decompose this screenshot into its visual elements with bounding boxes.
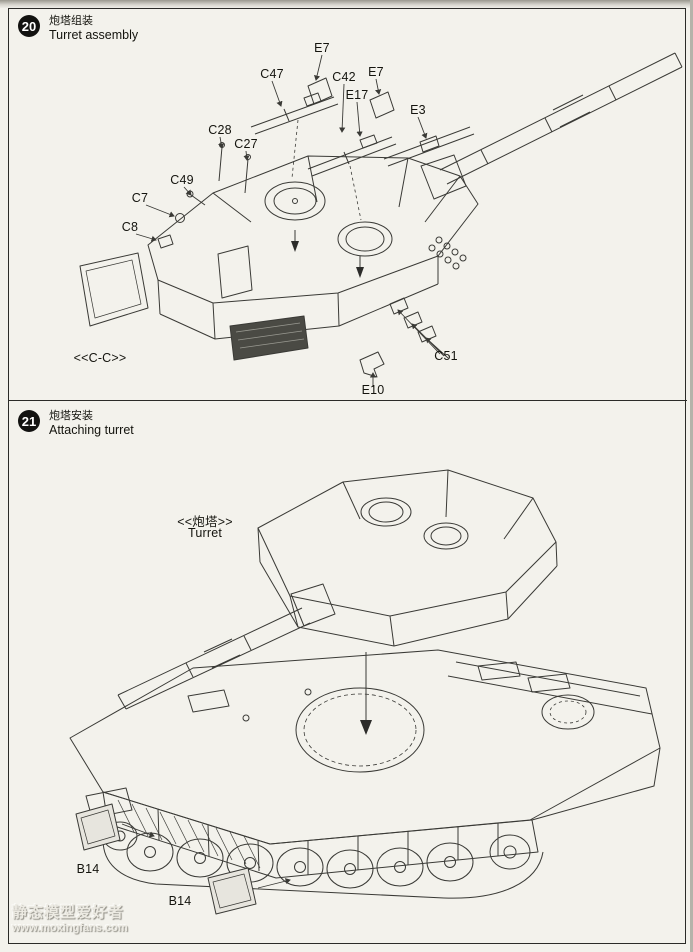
part-label-C27: C27 bbox=[234, 137, 258, 151]
step-title-en: Turret assembly bbox=[49, 28, 139, 43]
step-badge: 20 bbox=[18, 15, 40, 37]
part-label-B14-b: B14 bbox=[168, 894, 192, 908]
part-label-E10: E10 bbox=[361, 383, 385, 397]
part-label-B14-a: B14 bbox=[76, 862, 100, 876]
step-titles: 炮塔组装 Turret assembly bbox=[49, 15, 138, 43]
part-label-E7-b: E7 bbox=[368, 65, 384, 79]
step-title-zh: 炮塔安装 bbox=[49, 410, 93, 422]
b14-plates bbox=[75, 803, 257, 915]
step-title-en: Attaching turret bbox=[49, 423, 134, 438]
callout-turret-zh: <<炮塔>> bbox=[177, 515, 233, 529]
leader-lines bbox=[135, 54, 449, 387]
step-number: 21 bbox=[21, 413, 37, 429]
assembly-arrows bbox=[291, 241, 364, 278]
turret-assembly-diagram bbox=[79, 52, 683, 387]
part-label-C7: C7 bbox=[131, 191, 149, 205]
callout-turret-en: Turret bbox=[187, 526, 223, 540]
attaching-turret-diagram bbox=[69, 469, 661, 915]
view-label-C-C: <<C-C>> bbox=[73, 351, 127, 365]
part-label-E3: E3 bbox=[410, 103, 426, 117]
step-titles: 炮塔安装 Attaching turret bbox=[49, 410, 134, 438]
turret-line-art bbox=[79, 52, 683, 378]
tank-line-art bbox=[69, 469, 661, 899]
drop-arrowhead bbox=[360, 720, 372, 735]
scan-edge-right bbox=[690, 0, 693, 952]
leader-lines bbox=[121, 823, 291, 889]
part-label-C49: C49 bbox=[170, 173, 194, 187]
page-frame bbox=[8, 8, 686, 944]
part-label-C8: C8 bbox=[121, 220, 139, 234]
part-label-C28: C28 bbox=[208, 123, 232, 137]
step-21-header: 21 炮塔安装 Attaching turret bbox=[18, 410, 134, 438]
step-20-header: 20 炮塔组装 Turret assembly bbox=[18, 15, 138, 43]
watermark-site-name: 静态模型爱好者 bbox=[12, 904, 125, 921]
scan-edge-top bbox=[0, 0, 693, 8]
step-number: 20 bbox=[21, 18, 37, 34]
part-label-C47: C47 bbox=[260, 67, 284, 81]
step-title-zh: 炮塔组装 bbox=[49, 15, 93, 27]
part-label-E7-a: E7 bbox=[314, 41, 330, 55]
part-label-E17: E17 bbox=[345, 88, 369, 102]
watermark-site-url: www.moxingfans.com bbox=[12, 922, 128, 934]
panel-divider bbox=[8, 400, 687, 401]
part-label-C42: C42 bbox=[332, 70, 356, 84]
part-label-C51: C51 bbox=[434, 349, 458, 363]
step-badge: 21 bbox=[18, 410, 40, 432]
